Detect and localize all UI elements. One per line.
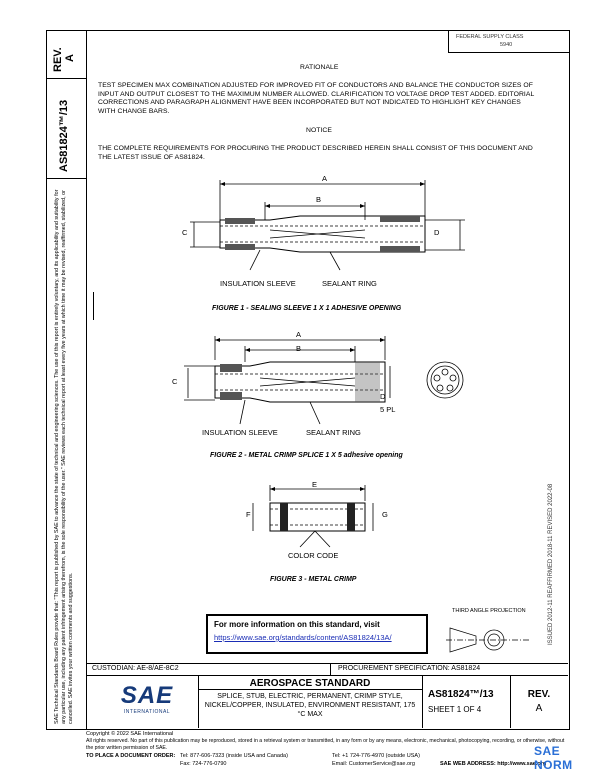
fig1-dim-a: A [322, 174, 328, 183]
fig2-dim-a: A [296, 330, 302, 339]
rationale-title: RATIONALE [300, 64, 339, 71]
fig1-sealant-label: SEALANT RING [322, 279, 377, 288]
sae-logo: SAE INTERNATIONAL [112, 682, 182, 716]
footer-tel1: Tel: 877-606-7323 (inside USA and Canada… [180, 753, 288, 759]
tb-number-divider [422, 675, 423, 728]
left-copyright-notice: SAE Technical Standards Board Rules prov… [54, 184, 75, 724]
tb-mid-vline [330, 663, 331, 676]
left-rev-title: REV. [52, 47, 64, 72]
tb-description: SPLICE, STUB, ELECTRIC, PERMANENT, CRIMP… [204, 693, 416, 718]
projection-label: THIRD ANGLE PROJECTION [452, 608, 526, 614]
tb-sheet: SHEET 1 OF 4 [428, 705, 482, 714]
figure2-caption: FIGURE 2 - METAL CRIMP SPLICE 1 X 5 adhe… [210, 452, 403, 459]
footer-web[interactable]: SAE WEB ADDRESS: http://www.sae.org [440, 761, 547, 767]
tb-doc-number: AS81824™/13 [428, 689, 494, 700]
info-box [206, 614, 428, 654]
fed-code-box [448, 30, 569, 53]
tb-logo-divider [198, 675, 199, 728]
footer-email: Email: CustomerService@sae.org [332, 761, 415, 767]
change-bar [93, 292, 94, 320]
figure2-drawing [184, 336, 464, 425]
footer-tel2: Tel: +1 724-776-4970 (outside USA) [332, 753, 420, 759]
fig2-dim-5pl: 5 PL [380, 405, 396, 414]
fig2-sealant-label: SEALANT RING [306, 428, 361, 437]
fig3-color-code-label: COLOR CODE [288, 551, 339, 560]
watermark: SAE NORM [534, 744, 573, 772]
fig3-dim-g: G [382, 510, 388, 519]
rationale-text: TEST SPECIMEN MAX COMBINATION ADJUSTED F… [98, 82, 535, 115]
tb-rev-divider [510, 675, 511, 728]
footer-order-label: TO PLACE A DOCUMENT ORDER: [86, 753, 176, 759]
tb-rev-label: REV. [527, 689, 551, 700]
figure1-drawing [190, 180, 465, 271]
footer-copyright: Copyright © 2022 SAE International [86, 731, 174, 737]
fig1-dim-c: C [182, 228, 188, 237]
fig3-dim-f: F [246, 510, 251, 519]
fig2-dim-d: D [380, 392, 386, 401]
notice-text: THE COMPLETE REQUIREMENTS FOR PROCURING … [98, 145, 533, 161]
left-strip [46, 30, 87, 730]
fig1-dim-b: B [316, 195, 322, 204]
left-strip-divider-1 [46, 78, 86, 79]
tb-custodian: CUSTODIAN: AE-8/AE-8C2 [92, 665, 179, 672]
tb-procurement: PROCUREMENT SPECIFICATION: AS81824 [338, 665, 481, 672]
sae-logo-sub: INTERNATIONAL [123, 709, 171, 715]
footer-rights: All rights reserved. No part of this pub… [86, 738, 565, 751]
revision-history: ISSUED 2012-11 REAFFIRMED 2018-11 REVISE… [548, 483, 554, 645]
fig2-insulation-label: INSULATION SLEEVE [202, 428, 278, 437]
fig1-dim-d: D [434, 228, 440, 237]
page-frame [86, 30, 570, 730]
sae-logo-text: SAE [120, 682, 174, 709]
left-doc-number: AS81824™/13 [58, 99, 70, 172]
figure3-drawing [252, 485, 374, 548]
projection-symbol [446, 627, 530, 653]
notice-title: NOTICE [306, 127, 332, 134]
tb-rev-value: A [535, 703, 543, 714]
fed-code-label: FEDERAL SUPPLY CLASS [456, 34, 524, 40]
tb-title-under [198, 689, 422, 690]
left-rev-value: A [64, 54, 76, 62]
tb-top-line [86, 663, 568, 664]
info-box-link[interactable]: https://www.sae.org/standards/content/AS… [214, 633, 392, 642]
fig1-insulation-label: INSULATION SLEEVE [220, 279, 296, 288]
left-strip-divider-2 [46, 178, 86, 179]
fed-code-number: 5940 [500, 42, 513, 48]
left-copyright-text: SAE Technical Standards Board Rules prov… [54, 189, 74, 724]
tb-standard-title: AEROSPACE STANDARD [249, 678, 371, 689]
figure3-caption: FIGURE 3 - METAL CRIMP [270, 576, 357, 583]
figure1-caption: FIGURE 1 - SEALING SLEEVE 1 X 1 ADHESIVE… [212, 305, 402, 312]
tb-row-line [86, 675, 568, 676]
fig2-dim-c: C [172, 377, 178, 386]
fig2-dim-b: B [296, 344, 302, 353]
footer-fax: Fax: 724-776-0790 [180, 761, 227, 767]
info-box-title: For more information on this standard, v… [214, 620, 380, 629]
fig3-dim-e: E [312, 480, 318, 489]
